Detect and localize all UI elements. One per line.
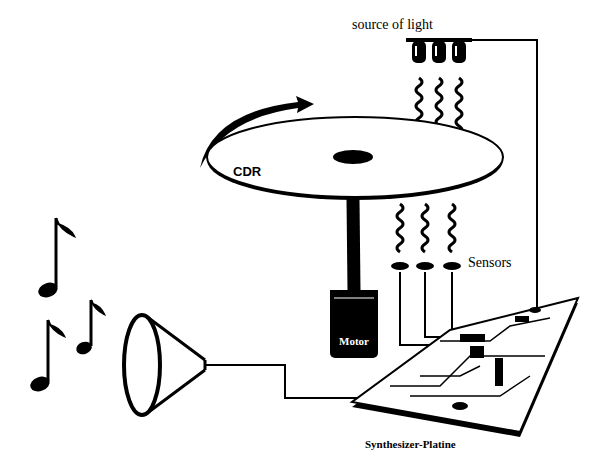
speaker-cone: [124, 315, 205, 415]
node-label: Synthesizer-Platine: [365, 435, 456, 453]
light-source: source of light: [352, 16, 472, 75]
speaker-wire: [205, 365, 362, 398]
light-ray: [456, 78, 462, 134]
lamp-bulb: [412, 41, 426, 63]
capacitor: [452, 402, 468, 410]
chip: [470, 346, 484, 358]
circuit-trace: [440, 318, 550, 341]
sensor-cell: [443, 262, 461, 270]
music-notes: [28, 218, 104, 394]
synthesizer-board: Synthesizer-Platine: [350, 296, 582, 456]
note-flag: [91, 300, 104, 314]
note-flag: [56, 218, 74, 236]
motor-cap-line: [334, 298, 374, 299]
note-flag: [48, 320, 64, 336]
note-stem: [55, 218, 58, 287]
node-shape: [350, 296, 582, 456]
wire-segment: [451, 272, 453, 333]
disc-face: [207, 117, 503, 197]
circuit-trace: [420, 366, 480, 376]
capacitor: [529, 307, 541, 313]
cone-mouth: [124, 315, 160, 415]
motor-shaft: [353, 199, 354, 290]
note-stem: [90, 300, 93, 346]
node-shape: [330, 290, 378, 358]
wire-segment: [400, 272, 440, 345]
wire-segment: [425, 272, 445, 337]
disc-hole: [333, 150, 373, 164]
sensor-cell: [391, 262, 409, 270]
bulb-highlight: [415, 46, 417, 56]
lamp-bulb: [452, 41, 466, 63]
light-ray: [449, 204, 455, 252]
light-ray: [422, 204, 428, 252]
cdr-disc: CDR: [205, 115, 505, 201]
chip: [495, 358, 503, 386]
bulb-highlight: [455, 46, 457, 56]
wire-segment: [353, 199, 354, 290]
node-label: source of light: [352, 16, 433, 34]
node-label: CDR: [233, 163, 261, 181]
note-stem: [47, 320, 50, 381]
node-label: Sensors: [468, 254, 512, 272]
lamp-bulb: [432, 41, 446, 63]
motor-box: Motor: [330, 290, 378, 358]
light-ray: [397, 204, 403, 252]
circuit-trace: [410, 376, 530, 396]
light-sensors: Sensors: [390, 254, 520, 272]
node-shape: [205, 115, 505, 201]
bulb-highlight: [435, 46, 437, 56]
chip: [460, 334, 485, 342]
sensor-cell: [416, 262, 434, 270]
node-label: Motor: [339, 332, 369, 350]
board-face: [352, 298, 578, 432]
chip: [515, 316, 529, 322]
